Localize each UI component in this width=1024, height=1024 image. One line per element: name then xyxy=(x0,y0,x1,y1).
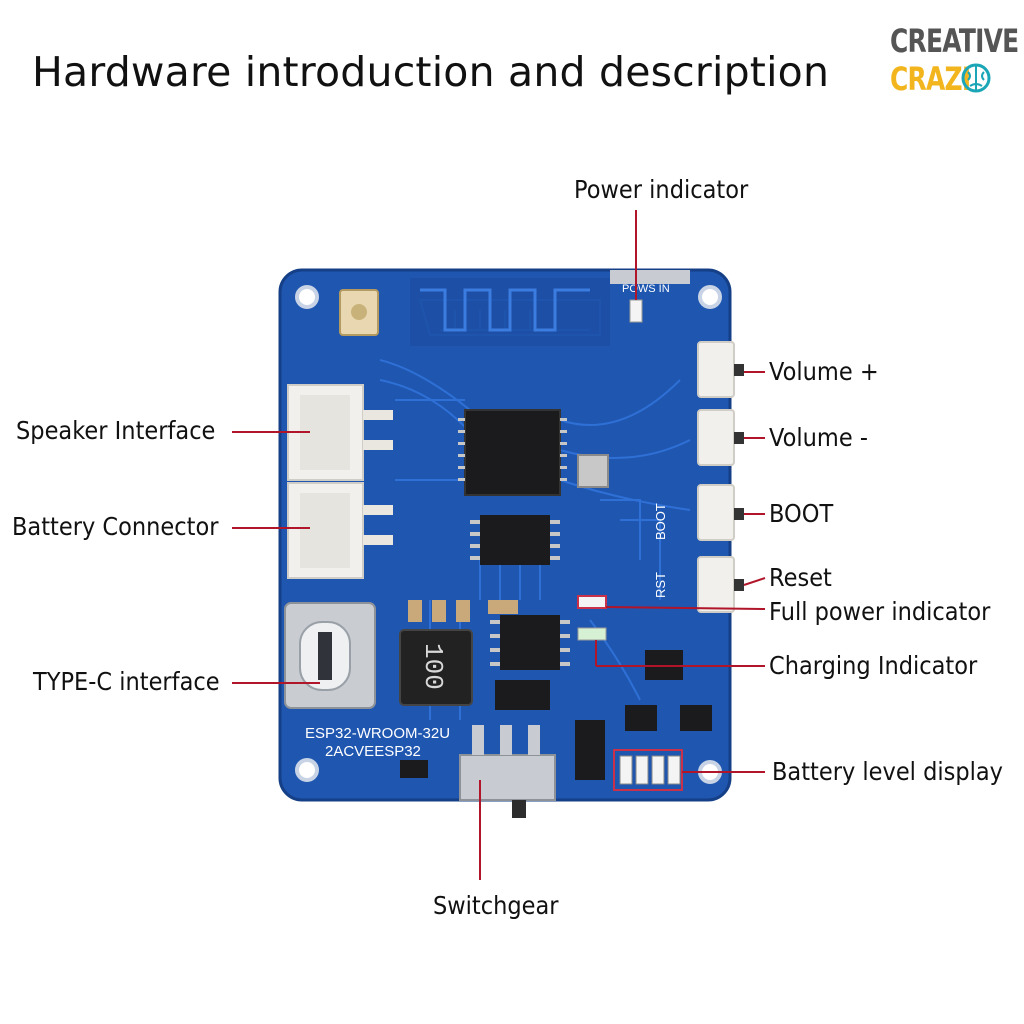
callout-lines xyxy=(232,210,766,880)
crystal xyxy=(577,454,609,488)
module-line2: 2ACVEESP32 xyxy=(325,743,421,760)
label-type-c-interface: TYPE-C interface xyxy=(33,667,220,696)
label-full-power-indicator: Full power indicator xyxy=(769,597,991,626)
label-reset: Reset xyxy=(769,563,832,592)
main-chip xyxy=(464,409,561,496)
brain-icon xyxy=(961,63,991,93)
label-charging-indicator: Charging Indicator xyxy=(769,651,978,680)
label-speaker-interface: Speaker Interface xyxy=(16,416,216,445)
label-boot: BOOT xyxy=(769,499,834,528)
power-input-jack xyxy=(610,270,690,284)
flash-chip xyxy=(480,515,550,565)
power-indicator-led xyxy=(629,299,643,323)
diode-2 xyxy=(575,720,605,780)
type-c-connector xyxy=(284,602,376,709)
label-battery-level-display: Battery level display xyxy=(772,757,1003,786)
page-title: Hardware introduction and description xyxy=(32,48,830,96)
brand-logo: CREATIVE CRAZI xyxy=(890,22,1019,106)
inductor-label: 100 xyxy=(418,643,448,690)
battery-level-frame xyxy=(613,749,683,791)
label-volume-plus: Volume + xyxy=(769,357,879,386)
inductor xyxy=(399,629,473,706)
capacitors xyxy=(408,600,518,622)
logo-line1: CREATIVE xyxy=(890,22,1019,60)
button-actuators xyxy=(734,364,744,591)
battery-level-leds xyxy=(619,755,681,785)
label-battery-connector: Battery Connector xyxy=(12,512,219,541)
side-buttons xyxy=(697,341,735,613)
label-power-indicator: Power indicator xyxy=(574,175,749,204)
antenna-trace xyxy=(420,288,590,332)
amp-chip xyxy=(500,615,560,670)
label-switchgear: Switchgear xyxy=(433,891,559,920)
module-line1: ESP32-WROOM-32U xyxy=(305,725,450,742)
charging-led xyxy=(577,627,607,641)
chip-pins xyxy=(458,418,567,481)
label-volume-minus: Volume - xyxy=(769,423,868,452)
mounting-holes xyxy=(295,285,722,784)
boot-silk: BOOT xyxy=(653,503,668,540)
battery-connector xyxy=(287,482,393,579)
slide-switch xyxy=(459,725,556,818)
full-power-led xyxy=(577,595,607,609)
logo-line2: CRAZI xyxy=(890,60,971,98)
diode xyxy=(495,680,550,710)
rst-silk: RST xyxy=(653,572,668,598)
pows-in-label: POWS IN xyxy=(622,283,670,295)
